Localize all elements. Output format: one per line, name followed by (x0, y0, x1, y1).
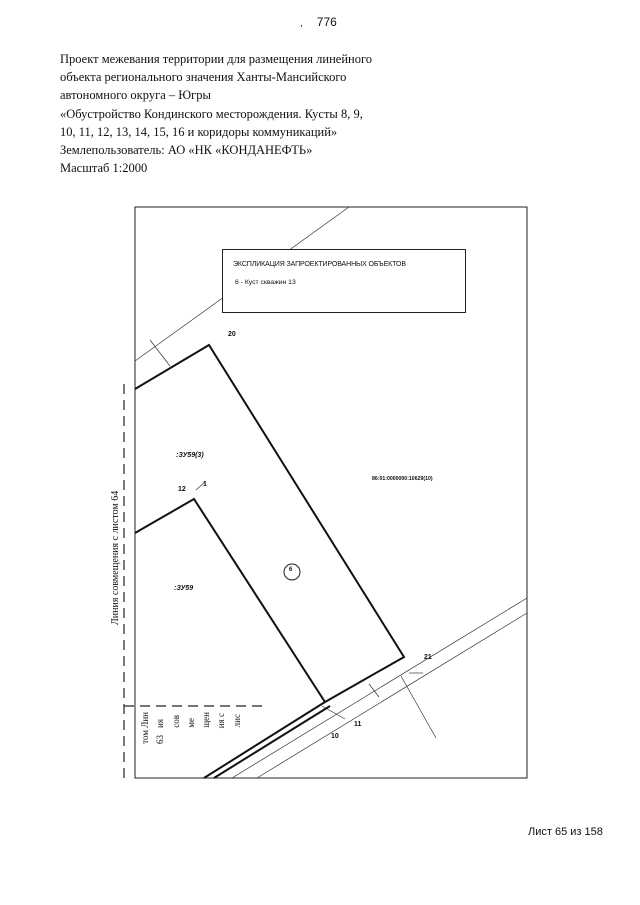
bottom-label-part: лис (231, 714, 242, 728)
bottom-label-part: щен (201, 712, 211, 728)
point-label: 1 (203, 481, 207, 488)
object-marker (283, 563, 301, 581)
page-number: ,776 (300, 15, 337, 29)
sheet-number: Лист 65 из 158 (528, 826, 603, 838)
bottom-label-part: Лин (140, 712, 150, 728)
point-label: 12 (178, 486, 186, 493)
junction-label-bottom: Лин ия сов ме щен ия с лис том 63 (140, 712, 250, 746)
header-line: «Обустройство Кондинского месторождения.… (60, 106, 363, 121)
explication-title: ЭКСПЛИКАЦИЯ ЗАПРОЕКТИРОВАННЫХ ОБЪЕКТОВ (233, 261, 406, 268)
bottom-label-part: ия (155, 718, 166, 728)
bottom-label-part: сов (170, 715, 181, 728)
document-header: Проект межевания территории для размещен… (60, 50, 390, 177)
point-label: 21 (424, 654, 432, 661)
header-line: Масштаб 1:2000 (60, 161, 148, 176)
explication-box: ЭКСПЛИКАЦИЯ ЗАПРОЕКТИРОВАННЫХ ОБЪЕКТОВ 6… (222, 249, 466, 313)
header-line: Проект межевания территории для размещен… (60, 52, 373, 66)
header-line: 10, 11, 12, 13, 14, 15, 16 и коридоры ко… (60, 124, 338, 139)
point-label: 10 (331, 733, 339, 740)
parcel-label: :ЗУ59 (174, 585, 194, 592)
header-line: Землепользователь: АО «НК «КОНДАНЕФТЬ» (60, 143, 313, 158)
object-marker-label: 6 (289, 567, 293, 573)
parcel-label: :ЗУ59(3) (176, 452, 204, 459)
bottom-label-part: том (140, 729, 150, 744)
cadastral-number: 86:01:0000000:10629(10) (372, 476, 433, 482)
map-frame (134, 206, 528, 779)
point-label: 20 (228, 331, 236, 338)
bottom-label-part: ме (185, 718, 196, 728)
explication-item: 6 - Куст скважин 13 (235, 279, 296, 286)
point-label: 11 (354, 721, 362, 728)
bottom-label-part: ия с (216, 712, 227, 728)
bottom-label-part: 63 (155, 734, 166, 744)
header-line: автономного округа – Югры (60, 88, 211, 103)
header-line: объекта регионального значения Ханты-Ман… (60, 70, 347, 85)
junction-label-left: Линия совмещения с листом 64 (110, 490, 121, 625)
